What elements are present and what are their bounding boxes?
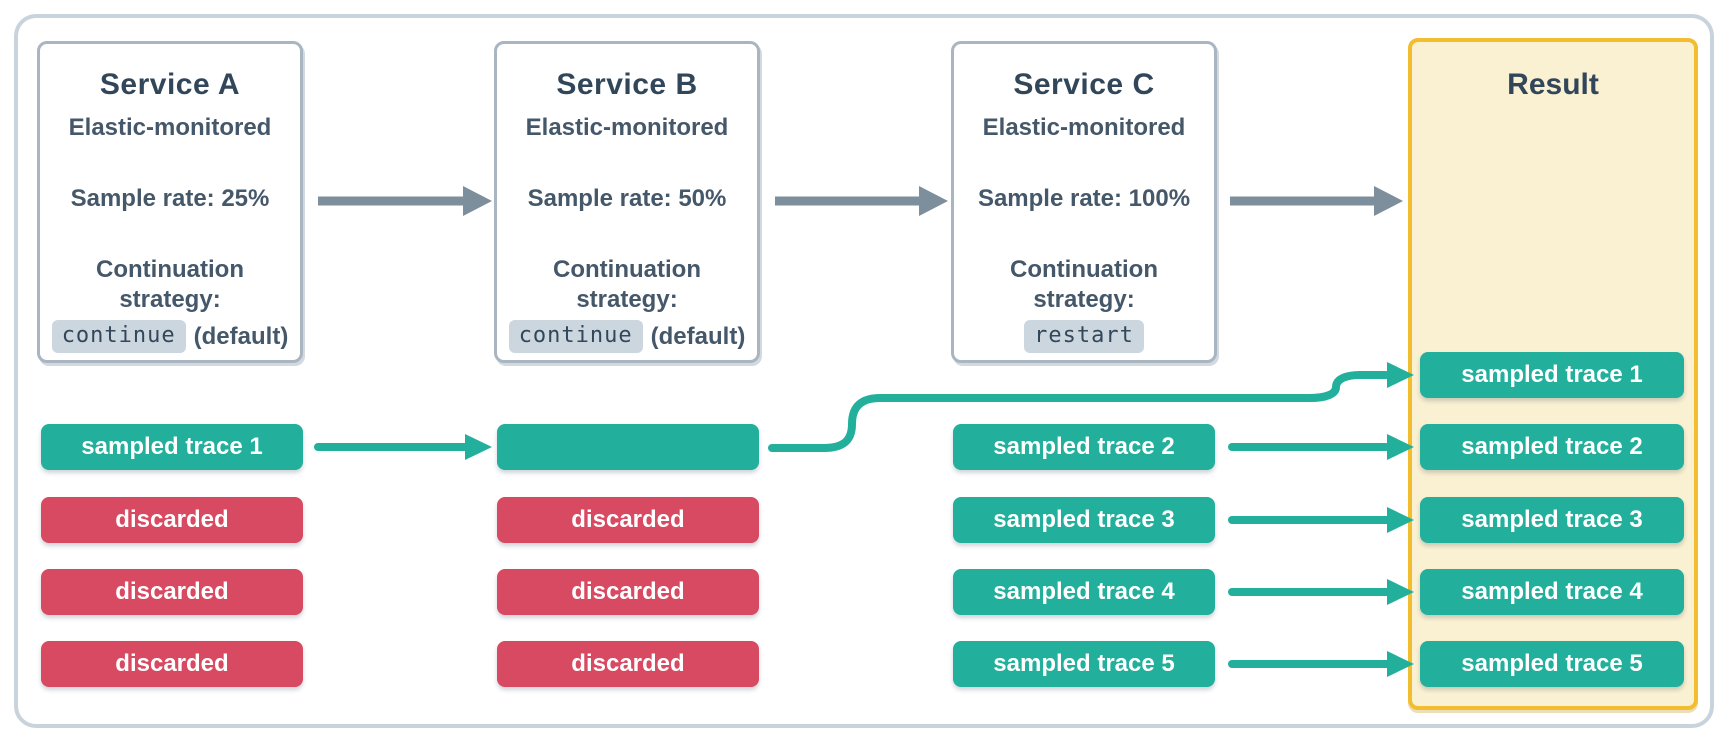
result-trace-pill: sampled trace 2	[1420, 424, 1684, 470]
service-a-discarded-pill: discarded	[41, 641, 303, 687]
result-trace-pill: sampled trace 1	[1420, 352, 1684, 398]
service-a-trace-pill: sampled trace 1	[41, 424, 303, 470]
service-c-strategy-row: restart	[954, 320, 1214, 353]
service-c-monitoring: Elastic-monitored	[982, 114, 1186, 141]
diagram-frame	[14, 14, 1714, 728]
service-b-strategy-label: Continuation strategy:	[553, 256, 701, 313]
service-a-discarded-pill: discarded	[41, 497, 303, 543]
service-a-title: Service A	[99, 68, 241, 101]
result-title: Result	[1507, 68, 1599, 101]
service-c-trace-pill: sampled trace 3	[953, 497, 1215, 543]
service-c-strategy-label: Continuation strategy:	[1010, 256, 1158, 313]
service-a-discarded-pill: discarded	[41, 569, 303, 615]
service-c-trace-pill: sampled trace 4	[953, 569, 1215, 615]
service-a-strategy-row: continue (default)	[40, 320, 300, 353]
service-b-monitoring: Elastic-monitored	[525, 114, 729, 141]
service-c-sample-rate: Sample rate: 100%	[977, 185, 1191, 212]
service-c-trace-pill: sampled trace 5	[953, 641, 1215, 687]
result-trace-pill: sampled trace 4	[1420, 569, 1684, 615]
service-a-box: Service A Elastic-monitored Sample rate:…	[37, 41, 303, 363]
service-a-strategy-label: Continuation strategy:	[96, 256, 244, 313]
service-b-trace-pill-empty	[497, 424, 759, 470]
service-b-title: Service B	[556, 68, 698, 101]
service-b-discarded-pill: discarded	[497, 569, 759, 615]
service-b-strategy-suffix: (default)	[650, 322, 746, 350]
service-c-box: Service C Elastic-monitored Sample rate:…	[951, 41, 1217, 363]
service-b-strategy-row: continue (default)	[497, 320, 757, 353]
service-b-sample-rate: Sample rate: 50%	[527, 185, 727, 212]
result-trace-pill: sampled trace 5	[1420, 641, 1684, 687]
service-b-box: Service B Elastic-monitored Sample rate:…	[494, 41, 760, 363]
service-a-strategy-chip: continue	[51, 320, 186, 353]
service-b-discarded-pill: discarded	[497, 497, 759, 543]
service-c-trace-pill: sampled trace 2	[953, 424, 1215, 470]
service-c-title: Service C	[1013, 68, 1155, 101]
service-b-strategy-chip: continue	[508, 320, 643, 353]
result-trace-pill: sampled trace 3	[1420, 497, 1684, 543]
service-b-discarded-pill: discarded	[497, 641, 759, 687]
service-a-sample-rate: Sample rate: 25%	[70, 185, 270, 212]
service-a-monitoring: Elastic-monitored	[68, 114, 272, 141]
service-a-strategy-suffix: (default)	[193, 322, 289, 350]
service-c-strategy-chip: restart	[1024, 320, 1144, 353]
